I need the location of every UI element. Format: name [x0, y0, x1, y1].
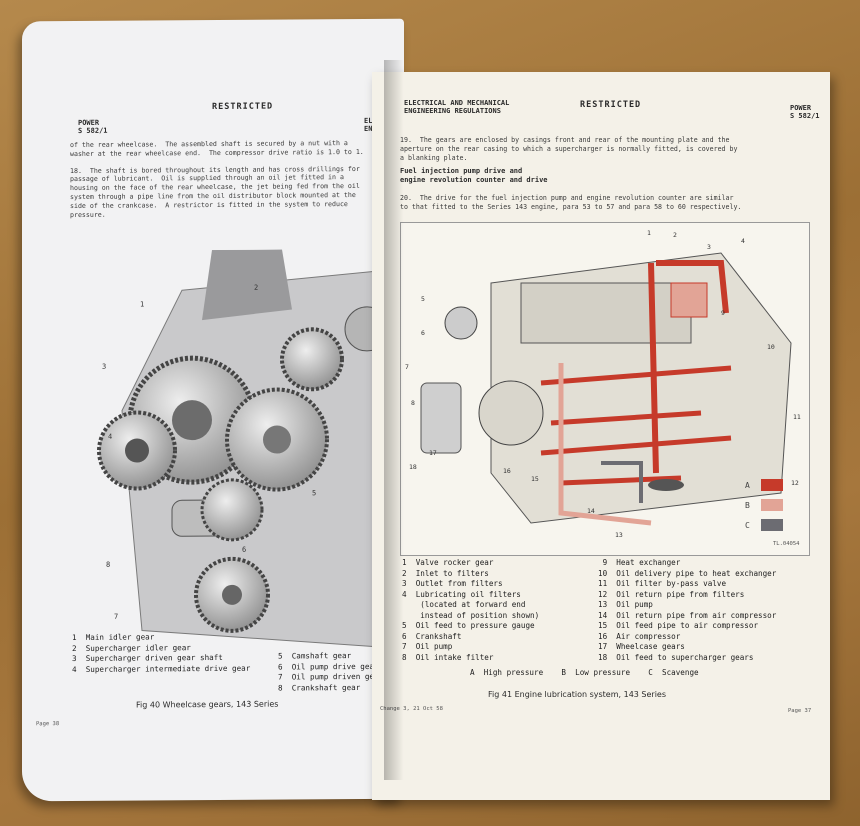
- restricted-marking: RESTRICTED: [212, 101, 274, 113]
- figure-callout-number: 9: [721, 309, 725, 317]
- legend-item: 4 Lubricating oil filters: [402, 589, 521, 599]
- figure-callout-number: 2: [673, 231, 677, 239]
- figure-callout-number: 10: [767, 343, 775, 351]
- figure-callout-number: 18: [409, 463, 417, 471]
- figure-callout-number: 14: [587, 507, 595, 515]
- left-page: POWER S 582/1 RESTRICTED ELECTRICAL ENGI…: [22, 18, 404, 802]
- figure-callout-number: 8: [411, 399, 415, 407]
- body-line: to that fitted to the Series 143 engine,…: [400, 202, 742, 211]
- legend-item: 7 Oil pump driven gear: [278, 671, 384, 682]
- legend-item: 16 Air compressor: [598, 631, 681, 641]
- legend-item: 14 Oil return pipe from air compressor: [598, 610, 777, 620]
- swatch-high-pressure: [761, 479, 783, 491]
- right-folio: Page 37: [788, 708, 812, 714]
- figure-callout-number: 13: [615, 531, 623, 539]
- legend-item: 6 Oil pump drive gear: [278, 661, 379, 672]
- figure-callout-number: 8: [106, 560, 111, 569]
- header-ee-line1: ELECTRICAL AND MECHANICAL: [404, 99, 510, 107]
- legend-item: 1 Valve rocker gear: [402, 558, 494, 567]
- legend-item: 15 Oil feed pipe to air compressor: [598, 621, 759, 630]
- figure-callout-number: 7: [114, 612, 119, 621]
- left-body-text: of the rear wheelcase. The assembled sha…: [70, 139, 364, 219]
- header-power: POWER: [78, 118, 100, 127]
- figure-callout-number: 17: [429, 449, 437, 457]
- header-code: S 582/1: [78, 126, 108, 135]
- body-line: a blanking plate.: [400, 153, 468, 162]
- body-line: 19. The gears are enclosed by casings fr…: [400, 136, 730, 144]
- swatch-low-pressure: [761, 499, 783, 511]
- legend-item: 10 Oil delivery pipe to heat exchanger: [598, 568, 777, 578]
- swatch-scavenge: [761, 519, 783, 531]
- legend-item: 17 Wheelcase gears: [598, 642, 685, 651]
- legend-item: 13 Oil pump: [598, 600, 653, 609]
- subhead-line2: engine revolution counter and drive: [400, 176, 548, 184]
- figure-callout-number: 6: [421, 329, 425, 337]
- figure-callout-number: 7: [405, 363, 409, 371]
- fig41-caption: Fig 41 Engine lubrication system, 143 Se…: [488, 690, 667, 699]
- legend-item: 7 Oil pump: [402, 642, 453, 651]
- subhead-line1: Fuel injection pump drive and: [400, 167, 523, 175]
- right-page: ELECTRICAL AND MECHANICAL ENGINEERING RE…: [372, 72, 830, 800]
- figure-callout-number: 11: [793, 413, 801, 421]
- legend-item: 5 Camshaft gear: [278, 651, 352, 661]
- legend-item: 4 Supercharger intermediate drive gear: [72, 663, 251, 674]
- right-header-dept: ELECTRICAL AND MECHANICAL ENGINEERING RE…: [404, 99, 509, 115]
- header-code-right: S 582/1: [790, 112, 820, 120]
- left-header-code: POWER S 582/1: [78, 119, 108, 135]
- legend-item: (located at forward end: [402, 600, 526, 609]
- right-header-code: POWER S 582/1: [790, 104, 820, 120]
- figure-callout-number: 5: [421, 295, 425, 303]
- figure-callout-number: 16: [503, 467, 511, 475]
- legend-item: 5 Oil feed to pressure gauge: [402, 621, 535, 630]
- figure-callout-number: 2: [254, 283, 259, 292]
- wheelcase-gears-illustration: [97, 249, 404, 650]
- drawing-ref: TL.04054: [773, 541, 800, 547]
- legend-item: instead of position shown): [402, 610, 540, 620]
- legend-item: 11 Oil filter by-pass valve: [598, 579, 727, 588]
- change-note: Change 3, 21 Oct 58: [380, 706, 443, 712]
- legend-item: 6 Crankshaft: [402, 631, 462, 641]
- figure-callout-number: 5: [312, 489, 317, 498]
- figure-callout-number: 12: [791, 479, 799, 487]
- legend-item: 8 Crankshaft gear: [278, 682, 361, 693]
- legend-item: 18 Oil feed to supercharger gears: [598, 652, 754, 662]
- figure-callout-number: 15: [531, 475, 539, 483]
- body-line: 20. The drive for the fuel injection pum…: [400, 194, 734, 202]
- figure-callout-number: 6: [242, 545, 247, 554]
- pressure-key-line: A High pressure B Low pressure C Scaveng…: [470, 668, 699, 677]
- engine-drawing: [420, 252, 792, 526]
- figure-callout-number: 3: [102, 362, 107, 371]
- body-line: aperture on the rear casing to which a s…: [400, 144, 738, 153]
- left-folio: Page 38: [36, 721, 60, 728]
- para-19: 19. The gears are enclosed by casings fr…: [400, 136, 737, 162]
- header-power-right: POWER: [790, 104, 812, 112]
- para-20: 20. The drive for the fuel injection pum…: [400, 194, 741, 212]
- restricted-marking-right: RESTRICTED: [580, 100, 642, 110]
- fig40-caption: Fig 40 Wheelcase gears, 143 Series: [136, 699, 279, 710]
- legend-item: 9 Heat exchanger: [598, 558, 681, 567]
- legend-item: 12 Oil return pipe from filters: [598, 589, 745, 599]
- figure-callout-number: 3: [707, 243, 711, 251]
- key-c: C: [745, 521, 750, 530]
- figure-callout-number: 1: [647, 229, 651, 237]
- figure-callout-number: 1: [140, 300, 145, 309]
- legend-item: 2 Inlet to filters: [402, 568, 489, 578]
- header-ee-line2: ENGINEERING REGULATIONS: [404, 107, 501, 115]
- legend-item: 3 Outlet from filters: [402, 579, 503, 588]
- key-a: A: [745, 481, 750, 490]
- figure-callout-number: 4: [741, 237, 745, 245]
- section-subhead: Fuel injection pump drive and engine rev…: [400, 167, 548, 185]
- key-b: B: [745, 501, 750, 510]
- figure-callout-number: 4: [108, 432, 113, 441]
- legend-item: 8 Oil intake filter: [402, 652, 494, 662]
